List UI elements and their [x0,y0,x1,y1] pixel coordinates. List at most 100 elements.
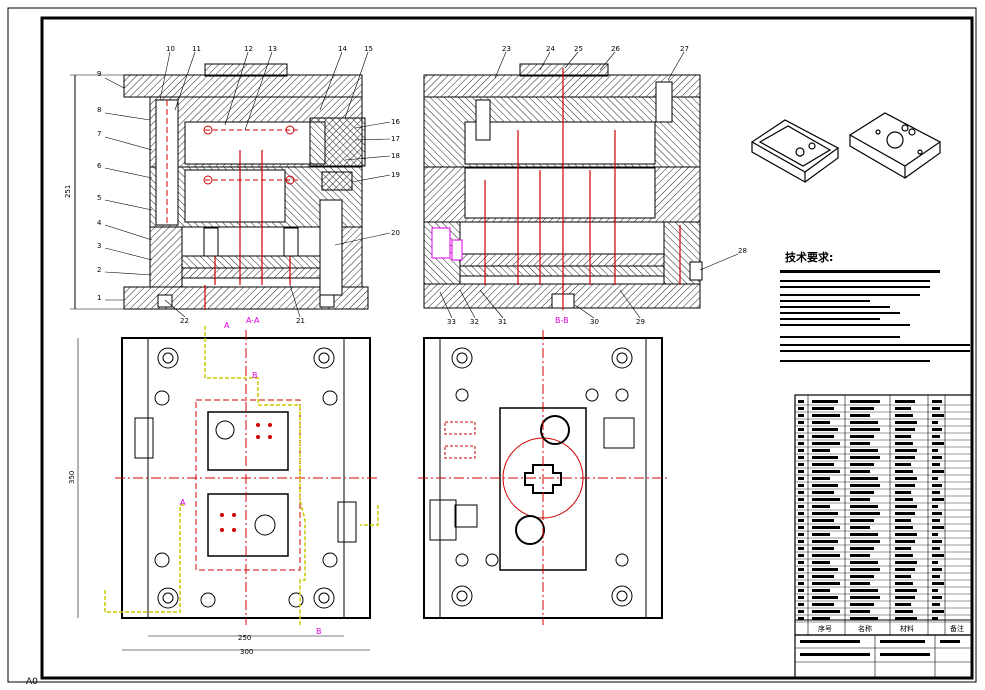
bom-row-index [798,421,804,424]
bom-cell-text [895,505,917,508]
bom-cell-text [812,610,840,613]
bom-cell-text [850,505,878,508]
bom-cell-text [812,498,840,501]
bom-table: 序号 名称 材料 备注 [794,394,973,636]
bom-cell-text [895,610,913,613]
bom-cell-text [932,610,944,613]
front-section-view: 251 [64,63,369,310]
part-label-29: 29 [636,318,645,326]
bom-cell-text [812,582,840,585]
bom-cell-text [932,435,940,438]
bom-cell-text [895,547,911,550]
bom-cell-text [812,442,840,445]
part-label-19: 19 [391,171,400,179]
bom-row-index [798,407,804,410]
technical-requirements: 技术要求: [780,250,970,362]
bom-row-index [798,554,804,557]
bom-cell-text [932,484,942,487]
bom-row-index [798,582,804,585]
bom-row-index [798,568,804,571]
bom-cell-text [850,421,878,424]
bom-cell-text [895,456,915,459]
bom-cell-text [895,575,911,578]
dim-plan-outer-width: 300 [240,648,253,656]
bom-cell-text [812,407,834,410]
bom-cell-text [850,463,874,466]
bom-cell-text [850,435,874,438]
bom-cell-text [932,589,938,592]
bom-row-index [798,533,804,536]
bom-row-index [798,596,804,599]
part-label-13: 13 [268,45,277,53]
bom-cell-text [895,540,915,543]
bom-cell-text [932,603,940,606]
bom-cell-text [895,603,911,606]
bom-cell-text [850,575,874,578]
plan-view-right [418,330,668,625]
part-isometric-views [750,112,942,184]
bom-row-index [798,526,804,529]
bom-cell-text [812,505,830,508]
bom-cell-text [895,617,917,620]
part-label-9: 9 [97,70,101,78]
bom-cell-text [932,470,944,473]
bom-cell-text [850,400,880,403]
flow-mark-b-top: B [252,371,258,380]
bom-row-index [798,400,804,403]
part-label-7: 7 [97,130,101,138]
bom-cell-text [932,540,942,543]
bom-cell-text [850,498,870,501]
bom-cell-text [812,414,840,417]
bom-cell-text [850,456,880,459]
part-label-14: 14 [338,45,347,53]
bom-row-index [798,442,804,445]
bom-cell-text [812,526,840,529]
part-label-22: 22 [180,317,189,325]
tech-requirements-title: 技术要求: [785,250,833,264]
part-label-23: 23 [502,45,511,53]
bom-cell-text [895,582,913,585]
bom-row-index [798,477,804,480]
bom-cell-text [895,596,915,599]
bom-rows [795,400,972,623]
bom-cell-text [932,442,944,445]
bom-cell-text [850,533,878,536]
bom-cell-text [895,463,911,466]
bom-row-index [798,414,804,417]
bom-cell-text [812,596,838,599]
part-label-30: 30 [590,318,599,326]
bom-row-index [798,589,804,592]
bom-row-index [798,617,804,620]
bom-cell-text [895,407,911,410]
bom-cell-text [850,582,870,585]
bom-cell-text [850,561,878,564]
bom-cell-text [812,421,830,424]
bom-cell-text [932,449,938,452]
bom-cell-text [850,547,874,550]
part-label-18: 18 [391,152,400,160]
part-label-27: 27 [680,45,689,53]
bom-cell-text [932,596,942,599]
bom-cell-text [850,568,880,571]
bom-row-index [798,435,804,438]
part-label-31: 31 [498,318,507,326]
bom-cell-text [850,554,870,557]
bom-cell-text [932,491,940,494]
part-label-2: 2 [97,266,101,274]
bom-cell-text [850,610,870,613]
part-label-32: 32 [470,318,479,326]
bom-cell-text [812,575,834,578]
bom-row-index [798,547,804,550]
part-label-17: 17 [391,135,400,143]
bom-cell-text [932,505,938,508]
bom-cell-text [895,421,917,424]
bom-cell-text [932,477,938,480]
bom-cell-text [895,533,917,536]
bom-cell-text [932,456,942,459]
bom-cell-text [895,498,913,501]
bom-cell-text [850,470,870,473]
bom-cell-text [932,421,938,424]
bom-cell-text [812,449,830,452]
bom-cell-text [895,568,915,571]
